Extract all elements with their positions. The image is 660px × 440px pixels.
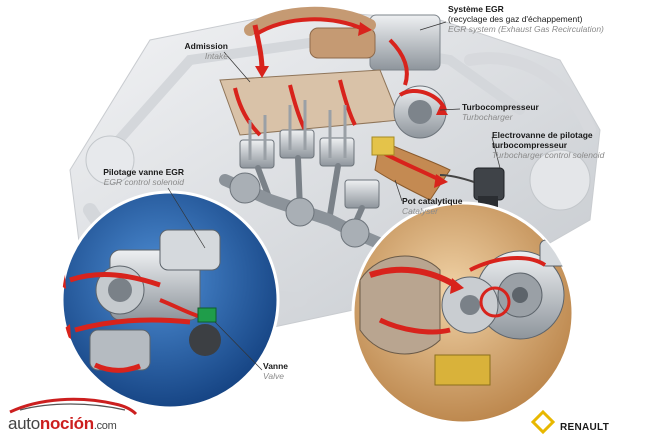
label-turbo-solenoid-en: Turbocharger control solenoid xyxy=(492,150,605,160)
label-turbo-solenoid-fr2: turbocompresseur xyxy=(492,140,568,150)
label-valve: Vanne Valve xyxy=(263,361,288,381)
label-egr-system: Système EGR (recyclage des gaz d'échappe… xyxy=(448,4,604,34)
label-intake: Admission Intake xyxy=(178,41,228,61)
label-egr-system-fr2: (recyclage des gaz d'échappement) xyxy=(448,14,583,24)
label-egr-system-fr: Système EGR xyxy=(448,4,504,14)
label-turbocharger: Turbocompresseur Turbocharger xyxy=(462,102,539,122)
logo-auto: auto xyxy=(8,414,40,433)
label-valve-fr: Vanne xyxy=(263,361,289,371)
label-valve-en: Valve xyxy=(263,371,284,381)
label-egr-valve-control: Pilotage vanne EGR EGR control solenoid xyxy=(92,167,184,187)
autonocion-logo: autonoción.com xyxy=(8,414,117,434)
egr-unit xyxy=(244,6,441,86)
turbocharger-small xyxy=(393,85,448,139)
label-turbocharger-en: Turbocharger xyxy=(462,112,513,122)
label-catalyser: Pot catalytique Catalyser xyxy=(402,196,462,216)
turbo-detail-circle xyxy=(351,201,575,425)
leader-lines xyxy=(167,21,501,371)
crankshaft xyxy=(219,172,411,259)
label-turbocharger-fr: Turbocompresseur xyxy=(462,102,539,112)
label-intake-en: Intake xyxy=(204,51,228,61)
label-egr-valve-control-en: EGR control solenoid xyxy=(103,177,184,187)
label-catalyser-en: Catalyser xyxy=(402,206,438,216)
pistons xyxy=(239,100,380,238)
logo-nocion: noción xyxy=(39,414,94,433)
label-turbo-solenoid: Electrovanne de pilotage turbocompresseu… xyxy=(492,130,604,160)
label-egr-system-en: EGR system (Exhaust Gas Recirculation) xyxy=(448,24,604,34)
logo-dotcom: .com xyxy=(93,420,117,432)
renault-logo xyxy=(530,409,556,435)
renault-wordmark: RENAULT xyxy=(560,422,610,433)
egr-valve-detail-circle xyxy=(60,190,280,410)
exhaust-and-catalyser xyxy=(371,136,451,201)
label-intake-fr: Admission xyxy=(184,41,228,51)
autonocion-logo-car xyxy=(9,397,138,416)
label-turbo-solenoid-fr: Electrovanne de pilotage xyxy=(492,130,593,140)
label-egr-valve-control-fr: Pilotage vanne EGR xyxy=(103,167,184,177)
label-catalyser-fr: Pot catalytique xyxy=(402,196,463,206)
flow-arrows-top xyxy=(252,24,269,78)
